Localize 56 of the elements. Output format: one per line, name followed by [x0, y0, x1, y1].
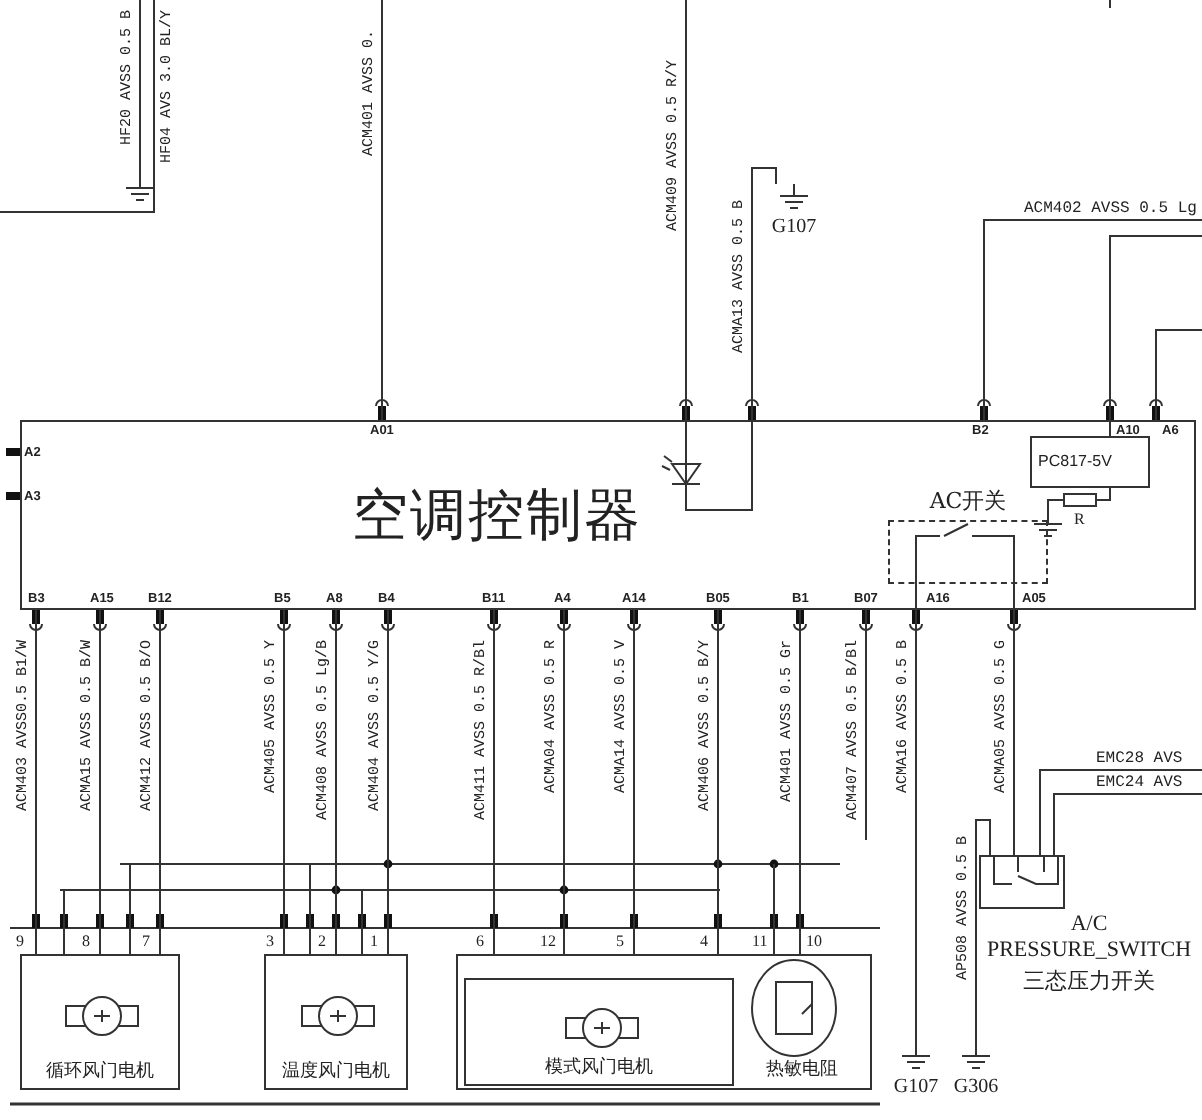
wire — [915, 609, 917, 1045]
pin-number: 4 — [700, 932, 708, 950]
wire — [159, 609, 161, 955]
pin-number: 12 — [540, 932, 556, 950]
wire — [1053, 793, 1202, 857]
pin-number: 3 — [266, 932, 274, 950]
pin-number: 8 — [82, 932, 90, 950]
wire — [717, 609, 719, 955]
component-label: 热敏电阻 — [764, 1060, 840, 1082]
motor-box — [464, 978, 734, 1086]
wire — [1039, 769, 1202, 857]
component-label: 循环风门电机 — [44, 1062, 156, 1084]
wire — [563, 609, 565, 955]
wire — [865, 609, 867, 841]
wire — [493, 609, 495, 955]
motor-box — [20, 954, 180, 1090]
switch-label: 三态压力开关 — [1021, 968, 1157, 994]
pin-number: 11 — [752, 932, 768, 950]
pin-number: 2 — [318, 932, 326, 950]
controller-box — [20, 420, 1196, 610]
component-label: 模式风门电机 — [543, 1058, 655, 1080]
pin-number: 7 — [142, 932, 150, 950]
switch-label: A/C PRESSURE_SWITCH — [984, 912, 1194, 964]
controller-title: 空调控制器 — [352, 480, 642, 552]
wire — [983, 219, 1202, 421]
wire — [283, 609, 285, 955]
component-label: 温度风门电机 — [280, 1062, 392, 1084]
pin-number: 1 — [370, 932, 378, 950]
switch-label: AC开关 — [927, 488, 1009, 514]
wire — [1013, 609, 1015, 857]
ground-label: G107 — [769, 216, 819, 240]
pin-number: 5 — [616, 932, 624, 950]
wire — [35, 609, 37, 955]
wire — [1109, 235, 1202, 421]
pin-number: 10 — [806, 932, 822, 950]
motor-box — [264, 954, 408, 1090]
wire — [975, 819, 991, 1045]
ground-label: G107 — [891, 1076, 941, 1100]
wire — [335, 609, 337, 955]
connector-box — [456, 954, 872, 1090]
wire — [633, 609, 635, 955]
wire-label: ACM402 AVSS 0.5 Lg — [1024, 200, 1197, 218]
wire — [381, 0, 383, 421]
wire — [751, 167, 777, 421]
wire — [799, 609, 801, 955]
resistor-label: R — [1074, 510, 1085, 528]
pin-number: 9 — [16, 932, 24, 950]
pin-number: 6 — [476, 932, 484, 950]
wire-label: EMC24 AVS — [1096, 774, 1183, 792]
ground-label: G306 — [951, 1076, 1001, 1100]
wire — [99, 609, 101, 955]
sensor-box: PC817-5V — [1030, 436, 1150, 488]
wire — [1155, 329, 1202, 421]
wire — [387, 609, 389, 955]
wire-label: EMC28 AVS — [1096, 750, 1183, 768]
wire — [685, 0, 687, 421]
